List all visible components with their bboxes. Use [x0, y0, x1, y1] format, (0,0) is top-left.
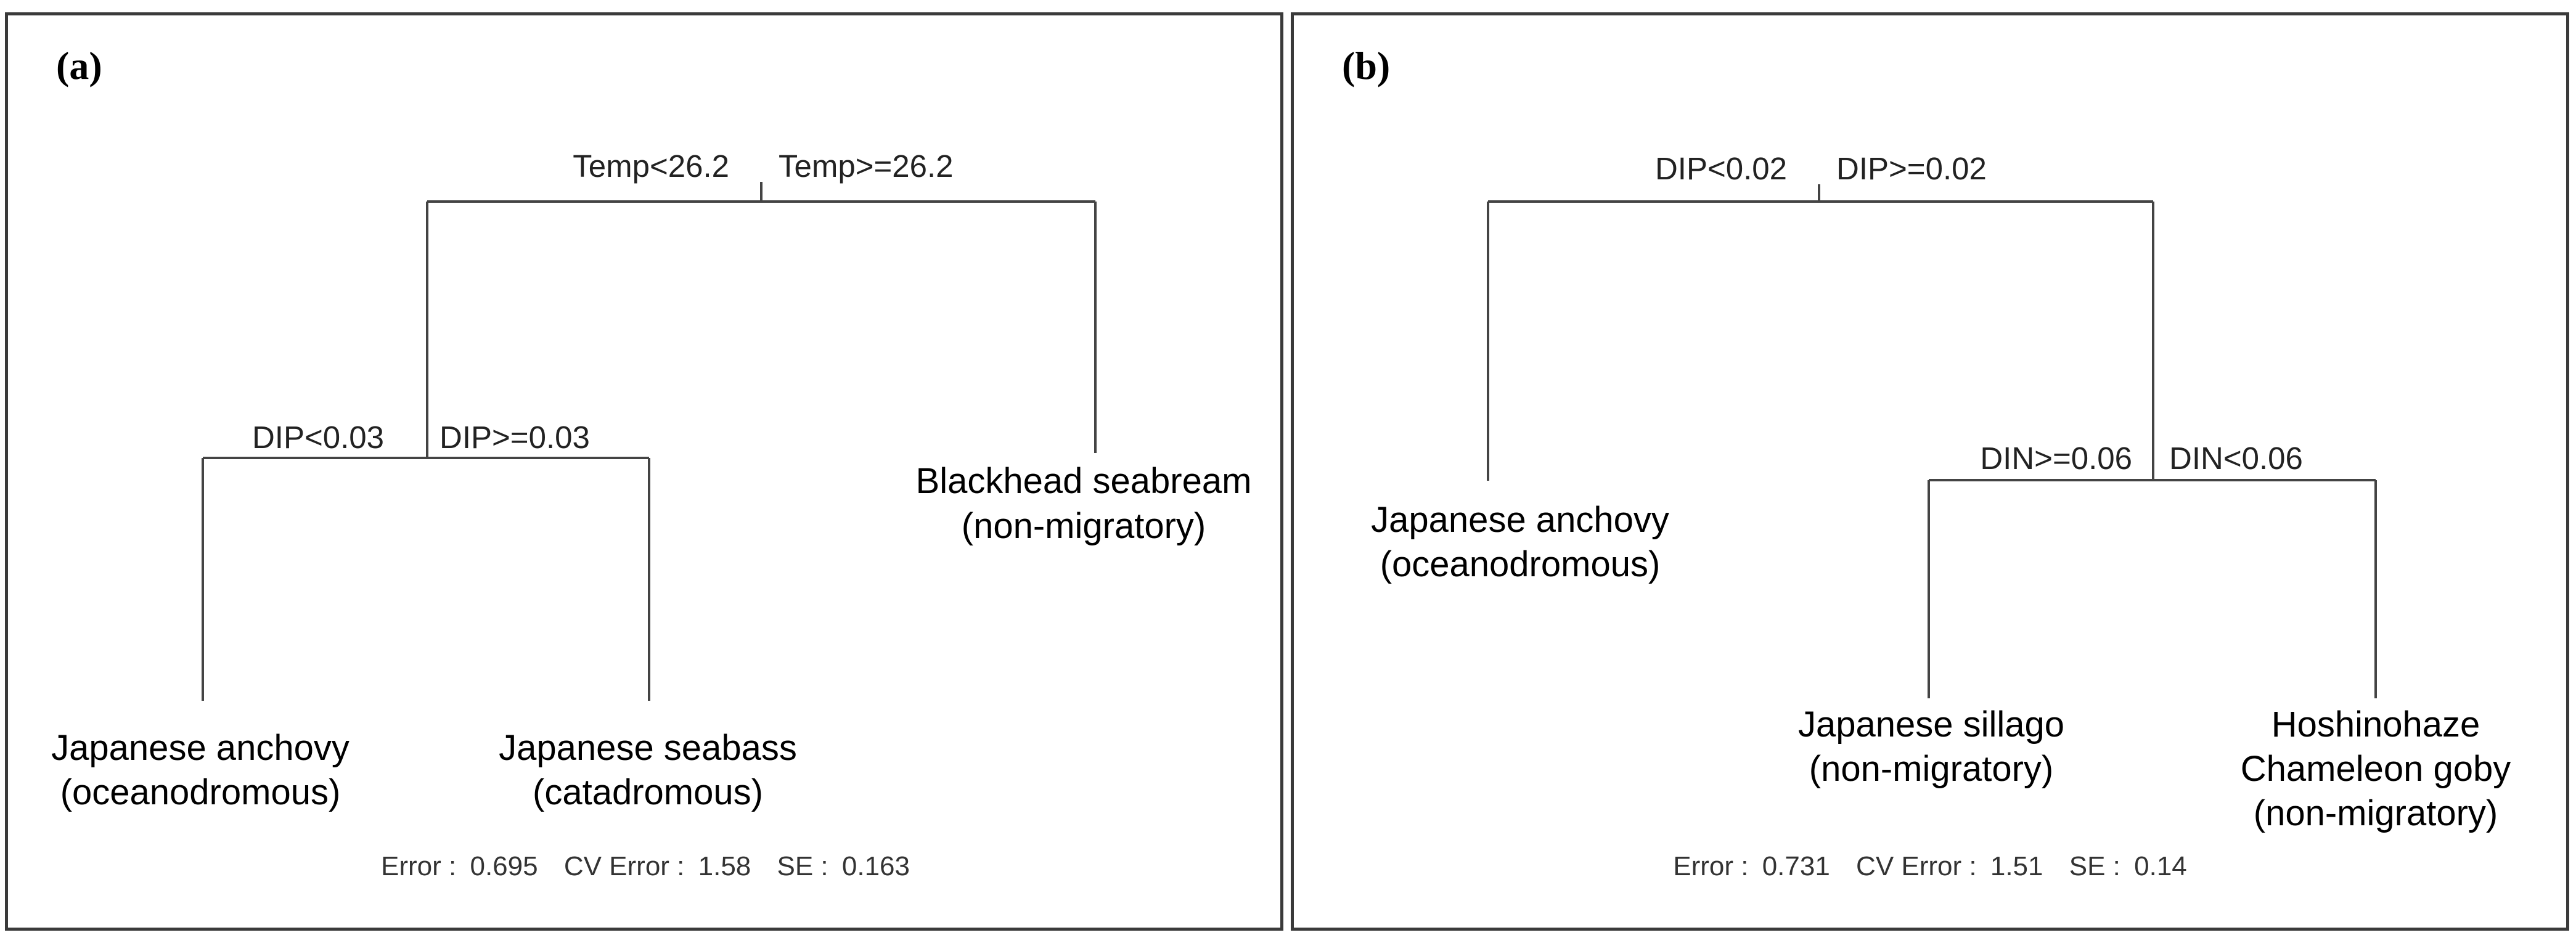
- leaf-3-name-2: Chameleon goby: [2241, 749, 2511, 789]
- leaf-3-name: Hoshinohaze: [2271, 704, 2480, 745]
- error-summary: Error : 0.731 CV Error : 1.51 SE : 0.14: [1673, 851, 2187, 881]
- leaf-2-name: Japanese sillago: [1798, 704, 2064, 745]
- node2-right-label: DIP>=0.03: [440, 420, 590, 455]
- root-left-label: DIP<0.02: [1655, 151, 1787, 186]
- root-right-label: Temp>=26.2: [779, 149, 954, 184]
- leaf-2-name: Japanese seabass: [499, 728, 797, 768]
- node2-right-label: DIN<0.06: [2169, 441, 2303, 476]
- node2-left-label: DIN>=0.06: [1980, 441, 2132, 476]
- tree-a: (a) Temp<26.2 Temp>=26.2 DIP<0.03 DIP>=0…: [51, 44, 1252, 881]
- leaf-3-class: (non-migratory): [962, 506, 1206, 546]
- root-left-label: Temp<26.2: [573, 149, 729, 184]
- leaf-1-class: (oceanodromous): [1380, 544, 1661, 584]
- panel-a: (a) Temp<26.2 Temp>=26.2 DIP<0.03 DIP>=0…: [5, 12, 1283, 931]
- node2-left-label: DIP<0.03: [252, 420, 384, 455]
- tree-b: (b) DIP<0.02 DIP>=0.02 DIN>=0.06 DIN<0.0…: [1342, 44, 2511, 881]
- leaf-2-class: (non-migratory): [1809, 749, 2053, 789]
- leaf-1-name: Japanese anchovy: [1371, 500, 1669, 540]
- leaf-3-class: (non-migratory): [2254, 793, 2498, 833]
- panel-tag: (a): [56, 44, 102, 88]
- root-right-label: DIP>=0.02: [1836, 151, 1987, 186]
- leaf-3-name: Blackhead seabream: [916, 461, 1252, 501]
- leaf-1-name: Japanese anchovy: [51, 728, 350, 768]
- error-summary: Error : 0.695 CV Error : 1.58 SE : 0.163: [381, 851, 910, 881]
- leaf-1-class: (oceanodromous): [60, 772, 341, 812]
- panel-tag: (b): [1342, 44, 1390, 88]
- panel-b: (b) DIP<0.02 DIP>=0.02 DIN>=0.06 DIN<0.0…: [1291, 12, 2569, 931]
- leaf-2-class: (catadromous): [533, 772, 763, 812]
